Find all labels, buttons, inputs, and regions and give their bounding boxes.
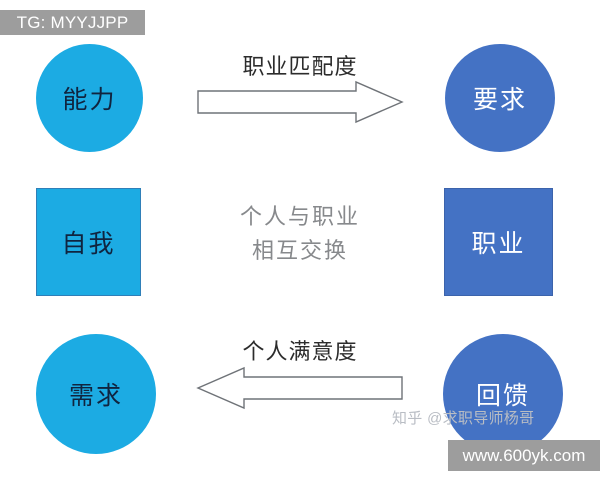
node-self: 自我 bbox=[36, 188, 141, 296]
node-requirement-label: 要求 bbox=[472, 86, 527, 114]
node-feedback-label: 回馈 bbox=[475, 382, 530, 410]
arrow-left-glyph bbox=[196, 366, 403, 410]
center-caption-line1: 个人与职业 bbox=[239, 204, 360, 229]
node-self-label: 自我 bbox=[61, 230, 116, 258]
arrow-bottom-label: 个人满意度 bbox=[242, 339, 358, 364]
url-watermark-badge: www.600yk.com bbox=[448, 440, 600, 471]
zhihu-watermark: 知乎 @求职导师杨哥 bbox=[392, 410, 535, 427]
node-ability: 能力 bbox=[36, 44, 143, 152]
arrow-right-icon bbox=[196, 80, 404, 124]
center-caption: 个人与职业 相互交换 bbox=[180, 200, 420, 268]
arrow-top-label: 职业匹配度 bbox=[242, 54, 358, 79]
arrow-right-glyph bbox=[197, 80, 404, 124]
node-feedback: 回馈 bbox=[443, 334, 563, 454]
node-career: 职业 bbox=[444, 188, 553, 296]
tg-tag-badge: TG: MYYJJPP bbox=[0, 10, 145, 35]
node-need: 需求 bbox=[36, 334, 156, 454]
node-requirement: 要求 bbox=[445, 44, 555, 152]
arrow-left-icon bbox=[196, 366, 404, 410]
node-career-label: 职业 bbox=[471, 230, 526, 258]
center-caption-line2: 相互交换 bbox=[251, 238, 348, 263]
node-need-label: 需求 bbox=[68, 382, 123, 410]
node-ability-label: 能力 bbox=[62, 86, 117, 114]
